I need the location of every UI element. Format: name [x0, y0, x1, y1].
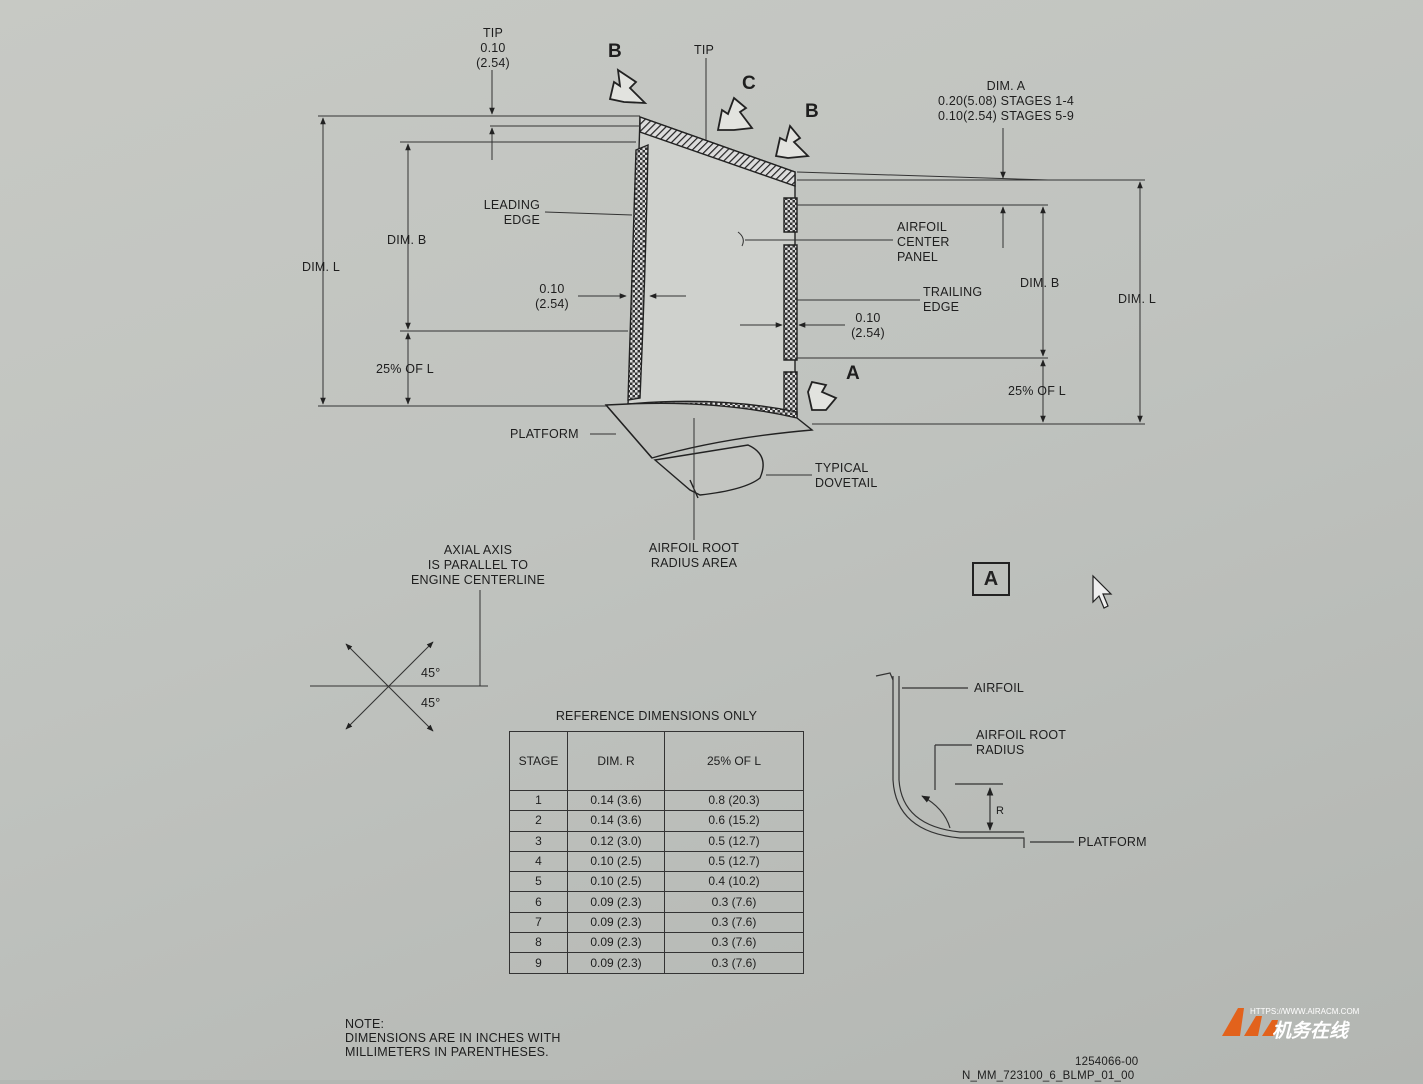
header-stage: STAGE: [509, 731, 568, 791]
detail-platform-label: PLATFORM: [1078, 835, 1147, 849]
platform-label: PLATFORM: [510, 427, 579, 441]
view-a-box: A: [972, 562, 1010, 596]
dim-l-left-label: DIM. L: [302, 260, 341, 274]
header-quarter-l: 25% OF L: [664, 731, 804, 791]
watermark-url: HTTPS://WWW.AIRACM.COM: [1250, 1007, 1360, 1016]
airfoil-root-radius-area-label: AIRFOIL ROOT RADIUS AREA: [648, 541, 740, 570]
dimension-lines: [318, 58, 1145, 686]
quarter-l-left-label: 25% OF L: [376, 362, 434, 376]
table-title: REFERENCE DIMENSIONS ONLY: [555, 709, 758, 723]
tip-label: TIP: [694, 43, 715, 57]
blade-outline: [604, 116, 814, 499]
trailing-edge-label: TRAILING EDGE: [923, 285, 983, 314]
dim-b-left-label: DIM. B: [387, 233, 427, 247]
view-b-label-right: B: [805, 101, 819, 122]
dim-b-right-label: DIM. B: [1020, 276, 1060, 290]
dim-a-label: DIM. A 0.20(5.08) STAGES 1-4 0.10(2.54) …: [938, 79, 1074, 123]
quarter-l-right-label: 25% OF L: [1008, 384, 1066, 398]
view-c-label: C: [742, 73, 756, 94]
leading-edge-label: LEADING EDGE: [483, 198, 540, 227]
trailing-edge-thickness-label: 0.10 (2.54): [851, 311, 885, 340]
typical-dovetail-label: TYPICAL DOVETAIL: [815, 461, 878, 490]
airfoil-center-panel-label: AIRFOIL CENTER PANEL: [897, 220, 950, 264]
axial-axis-note: AXIAL AXIS IS PARALLEL TO ENGINE CENTERL…: [411, 543, 545, 587]
axial-axis-diagram: [310, 641, 488, 732]
dimension-note: NOTE: DIMENSIONS ARE IN INCHES WITH MILL…: [345, 1017, 561, 1059]
figure-id: 1254066-00: [1075, 1056, 1139, 1068]
view-b-label-left: B: [608, 41, 622, 62]
tip-clearance-label: TIP 0.10 (2.54): [476, 26, 510, 70]
detail-a-root-radius: [875, 672, 1074, 848]
detail-root-radius-label: AIRFOIL ROOT RADIUS: [976, 728, 1067, 757]
leading-edge-thickness-label: 0.10 (2.54): [535, 282, 569, 311]
mouse-cursor-icon: [1092, 574, 1113, 609]
header-dim-r: DIM. R: [567, 731, 665, 791]
view-arrows: [608, 68, 838, 411]
dim-l-right-label: DIM. L: [1118, 292, 1157, 306]
view-a-label: A: [846, 363, 860, 384]
watermark-text: 机务在线: [1272, 1021, 1349, 1042]
detail-r-label: R: [996, 805, 1005, 817]
detail-airfoil-label: AIRFOIL: [974, 681, 1025, 695]
watermark-logo: [1222, 1008, 1278, 1036]
angle-label-upper: 45°: [421, 666, 441, 680]
angle-label-lower: 45°: [421, 696, 441, 710]
document-reference: N_MM_723100_6_BLMP_01_00: [962, 1070, 1135, 1082]
